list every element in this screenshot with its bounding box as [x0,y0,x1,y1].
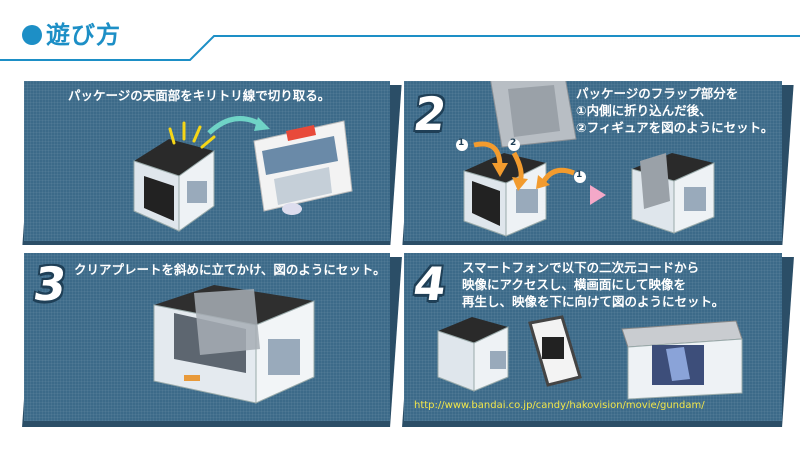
marker-1b: 1 [576,170,583,180]
step-4-panel: 4 スマートフォンで以下の二次元コードから 映像にアクセスし、横画面にして映像を… [404,253,782,421]
step-1-caption: パッケージの天面部をキリトリ線で切り取る。 [68,88,331,103]
step-2-illustration [456,81,715,237]
step-2-panel: 2 パッケージのフラップ部分を ①内側に折り込んだ後、 ②フィギュアを図のように… [404,81,782,241]
step-4-caption: スマートフォンで以下の二次元コードから 映像にアクセスし、横画面にして映像を 再… [462,260,725,309]
page-title: 遊び方 [46,21,121,49]
step-2-caption: パッケージのフラップ部分を ①内側に折り込んだ後、 ②フィギュアを図のようにセッ… [576,86,774,135]
header-divider-line [0,35,800,61]
bullet-dot-icon [22,25,42,45]
step-1-illustration [133,116,353,232]
video-url-link[interactable]: http://www.bandai.co.jp/candy/hakovision… [414,400,705,411]
step-3-panel: 3 クリアプレートを斜めに立てかけ、図のようにセット。 [24,253,390,421]
step-1-panel: パッケージの天面部をキリトリ線で切り取る。 [24,81,390,241]
step-3-caption: クリアプレートを斜めに立てかけ、図のようにセット。 [74,262,386,277]
section-header: 遊び方 [0,0,800,66]
marker-1: 1 [458,138,465,148]
marker-2: 2 [510,138,517,148]
step-3-illustration [153,285,315,404]
step-4-illustration [437,315,743,400]
